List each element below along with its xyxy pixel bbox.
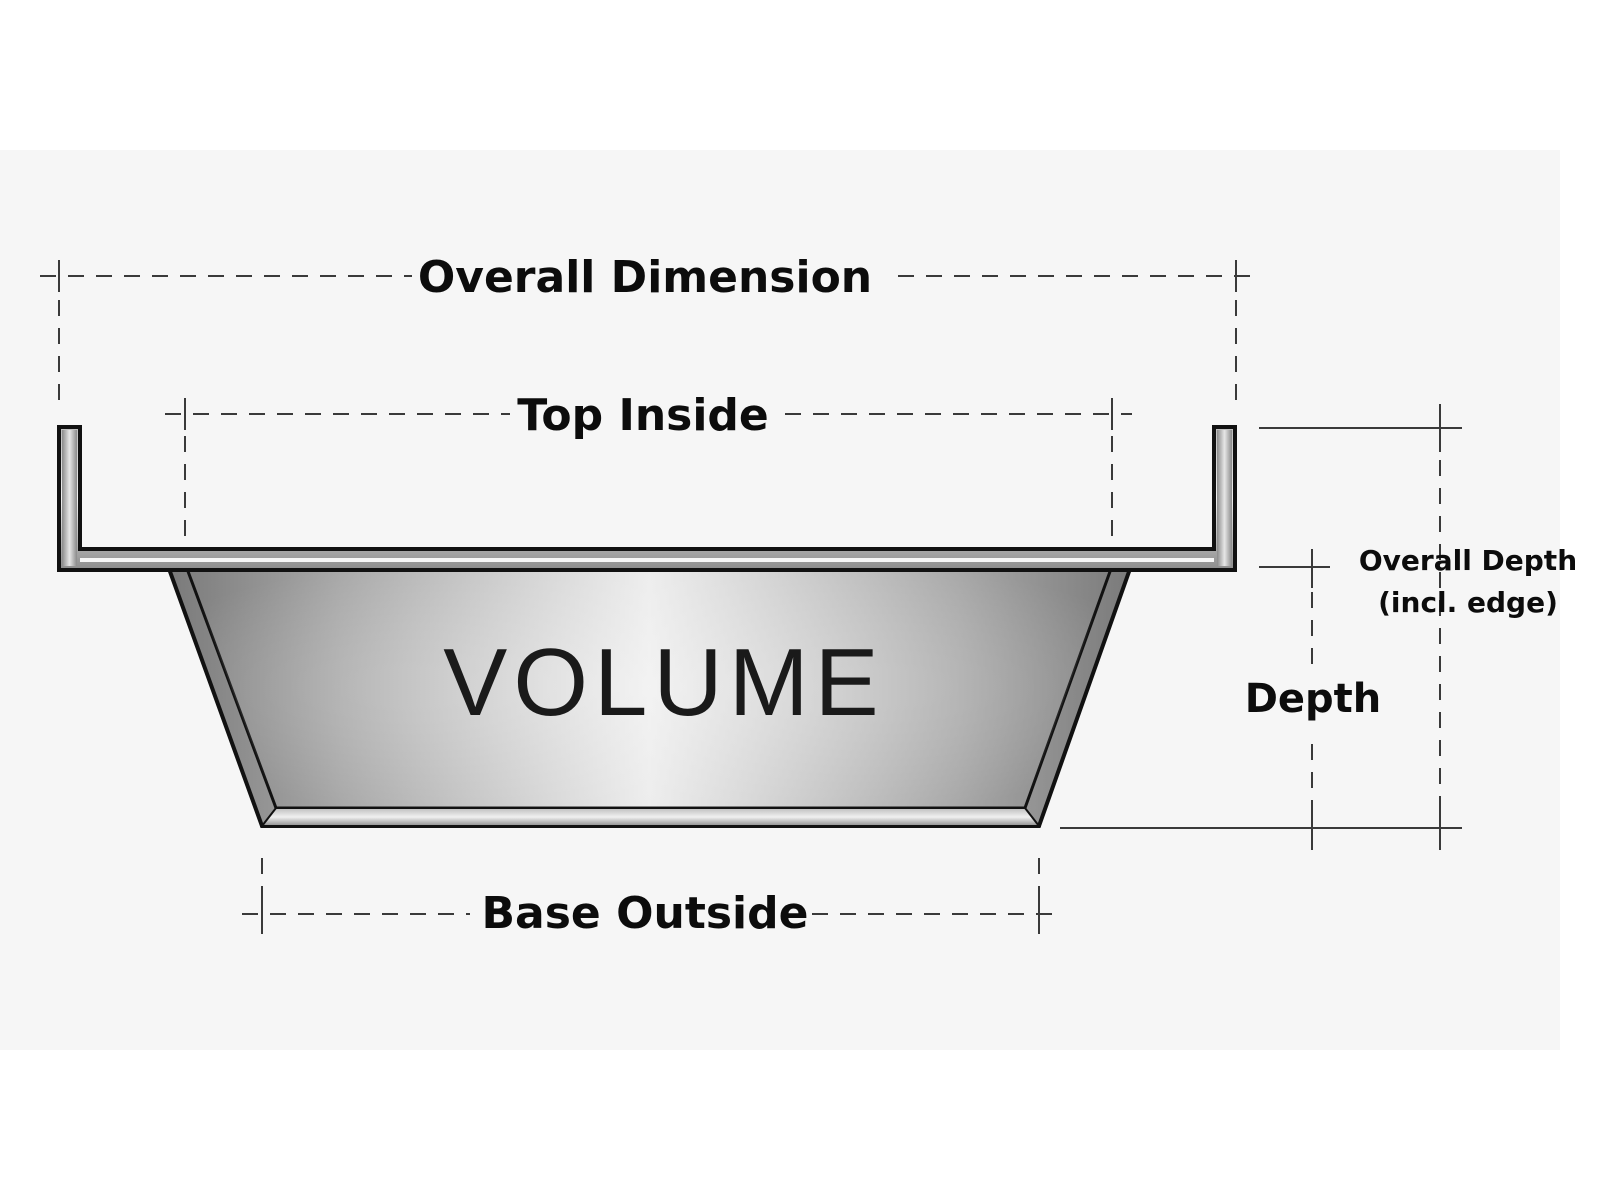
tray-rim [57, 425, 1237, 572]
volume-label: VOLUME [443, 629, 884, 736]
depth-line [1259, 549, 1330, 850]
base-outside-line [242, 858, 1058, 934]
base-outside-label: Base Outside [482, 888, 809, 939]
overall-dimension-label: Overall Dimension [418, 252, 872, 303]
tray-body [165, 564, 1134, 828]
overall-dimension-line [40, 260, 1250, 412]
top-inside-line [165, 398, 1132, 548]
top-inside-label: Top Inside [517, 390, 769, 441]
overall-depth-sublabel: (incl. edge) [1378, 586, 1558, 619]
depth-label: Depth [1245, 676, 1382, 722]
overall-depth-line [1060, 404, 1462, 850]
overall-depth-label: Overall Depth [1359, 544, 1577, 577]
